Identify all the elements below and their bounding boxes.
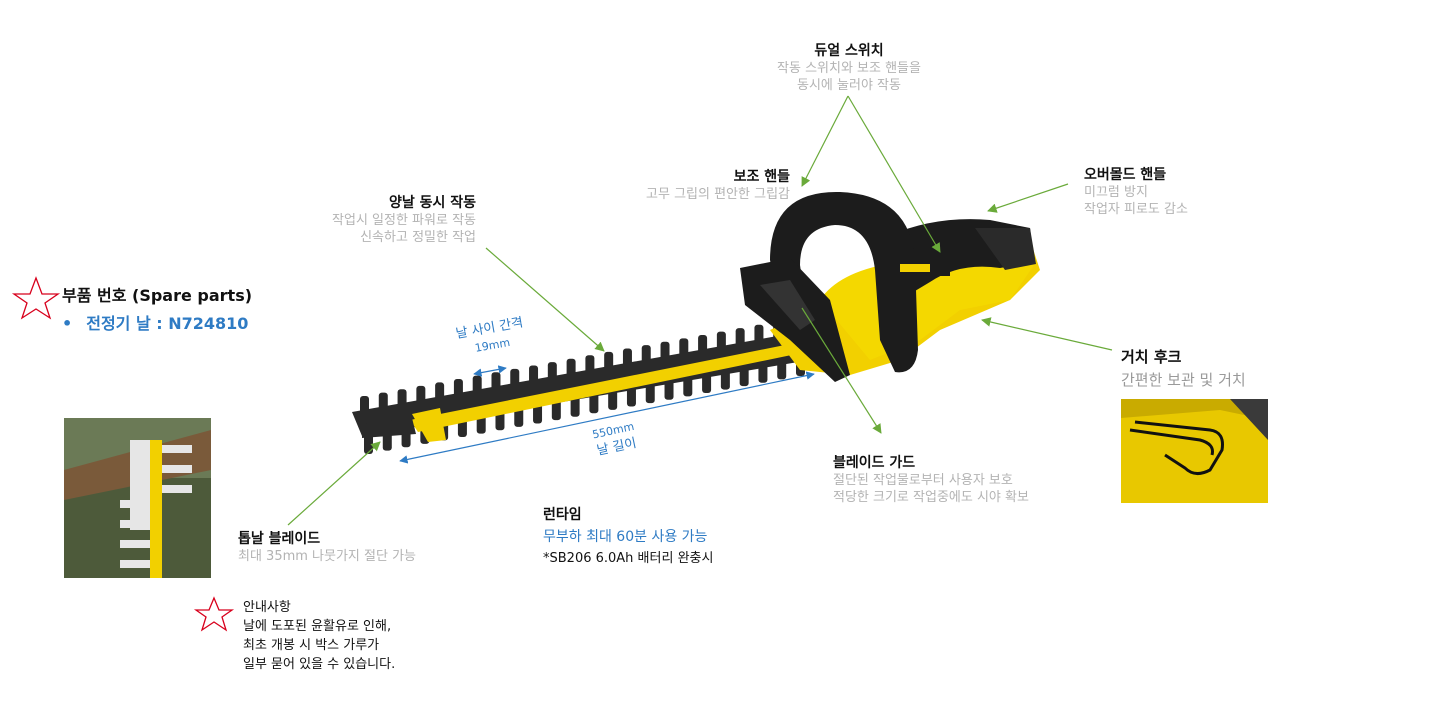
inset-photo-hook [1121, 399, 1268, 503]
inset-photo-branch-cutting [64, 418, 211, 578]
callout-title: 오버몰드 핸들 [1084, 167, 1167, 183]
callout-arrows [287, 95, 1113, 526]
dimension-arrows [399, 365, 815, 464]
notice-line: 날에 도포된 윤활유로 인해, [243, 619, 392, 634]
callout-desc: 동시에 눌러야 작동 [797, 78, 901, 93]
notice-line: 최초 개봉 시 박스 가루가 [243, 638, 380, 653]
callout-title: 블레이드 가드 [833, 455, 916, 471]
notice-title: 안내사항 [243, 600, 291, 615]
callout-desc: 고무 그립의 편안한 그립감 [646, 187, 790, 202]
runtime-desc: 무부하 최대 60분 사용 가능 [543, 529, 708, 545]
bullet: • [62, 314, 73, 333]
notice-line: 일부 묻어 있을 수 있습니다. [243, 657, 396, 672]
notice-section: 안내사항 날에 도포된 윤활유로 인해, 최초 개봉 시 박스 가루가 일부 묻… [243, 598, 395, 674]
callout-desc: 절단된 작업물로부터 사용자 보호 [833, 473, 1013, 488]
callout-title: 거치 후크 [1121, 348, 1182, 366]
red-star-icon [11, 276, 61, 320]
spare-parts-item-row: • 전정기 날 : N724810 [62, 310, 252, 334]
callout-title: 양날 동시 작동 [388, 195, 476, 211]
callout-desc: 신속하고 정밀한 작업 [360, 230, 476, 245]
spare-parts-item: 전정기 날 : N724810 [86, 314, 249, 333]
callout-title: 톱날 블레이드 [238, 531, 321, 547]
callout-hook: 거치 후크 간편한 보관 및 거치 [1121, 346, 1246, 390]
callout-dual-blade: 양날 동시 작동 작업시 일정한 파워로 작동 신속하고 정밀한 작업 [250, 192, 476, 246]
callout-dual-switch: 듀얼 스위치 작동 스위치와 보조 핸들을 동시에 눌러야 작동 [734, 40, 964, 94]
callout-desc: 미끄럼 방지 [1084, 185, 1148, 200]
spare-parts-title: 부품 번호 (Spare parts) [62, 286, 253, 305]
callout-desc: 작업자 피로도 감소 [1084, 202, 1188, 217]
spare-parts-section: 부품 번호 (Spare parts) • 전정기 날 : N724810 [62, 282, 252, 334]
callout-title: 보조 핸들 [733, 169, 790, 185]
callout-overmold-handle: 오버몰드 핸들 미끄럼 방지 작업자 피로도 감소 [1084, 164, 1188, 218]
runtime-title: 런타임 [543, 507, 582, 523]
callout-blade-guard: 블레이드 가드 절단된 작업물로부터 사용자 보호 적당한 크기로 작업중에도 … [833, 452, 1029, 506]
callout-aux-handle: 보조 핸들 고무 그립의 편안한 그립감 [560, 166, 790, 203]
callout-desc: 작동 스위치와 보조 핸들을 [777, 61, 921, 76]
callout-desc: 최대 35mm 나뭇가지 절단 가능 [238, 549, 416, 564]
runtime-note: *SB206 6.0Ah 배터리 완충시 [543, 551, 714, 566]
runtime-section: 런타임 무부하 최대 60분 사용 가능 *SB206 6.0Ah 배터리 완충… [543, 504, 713, 566]
callout-title: 듀얼 스위치 [814, 43, 884, 59]
callout-saw-blade: 톱날 블레이드 최대 35mm 나뭇가지 절단 가능 [238, 528, 416, 565]
hedge-trimmer-body [740, 191, 1040, 382]
callout-desc: 적당한 크기로 작업중에도 시야 확보 [833, 490, 1029, 505]
callout-desc: 간편한 보관 및 거치 [1121, 371, 1246, 389]
red-star-icon [193, 596, 235, 632]
callout-desc: 작업시 일정한 파워로 작동 [332, 213, 476, 228]
